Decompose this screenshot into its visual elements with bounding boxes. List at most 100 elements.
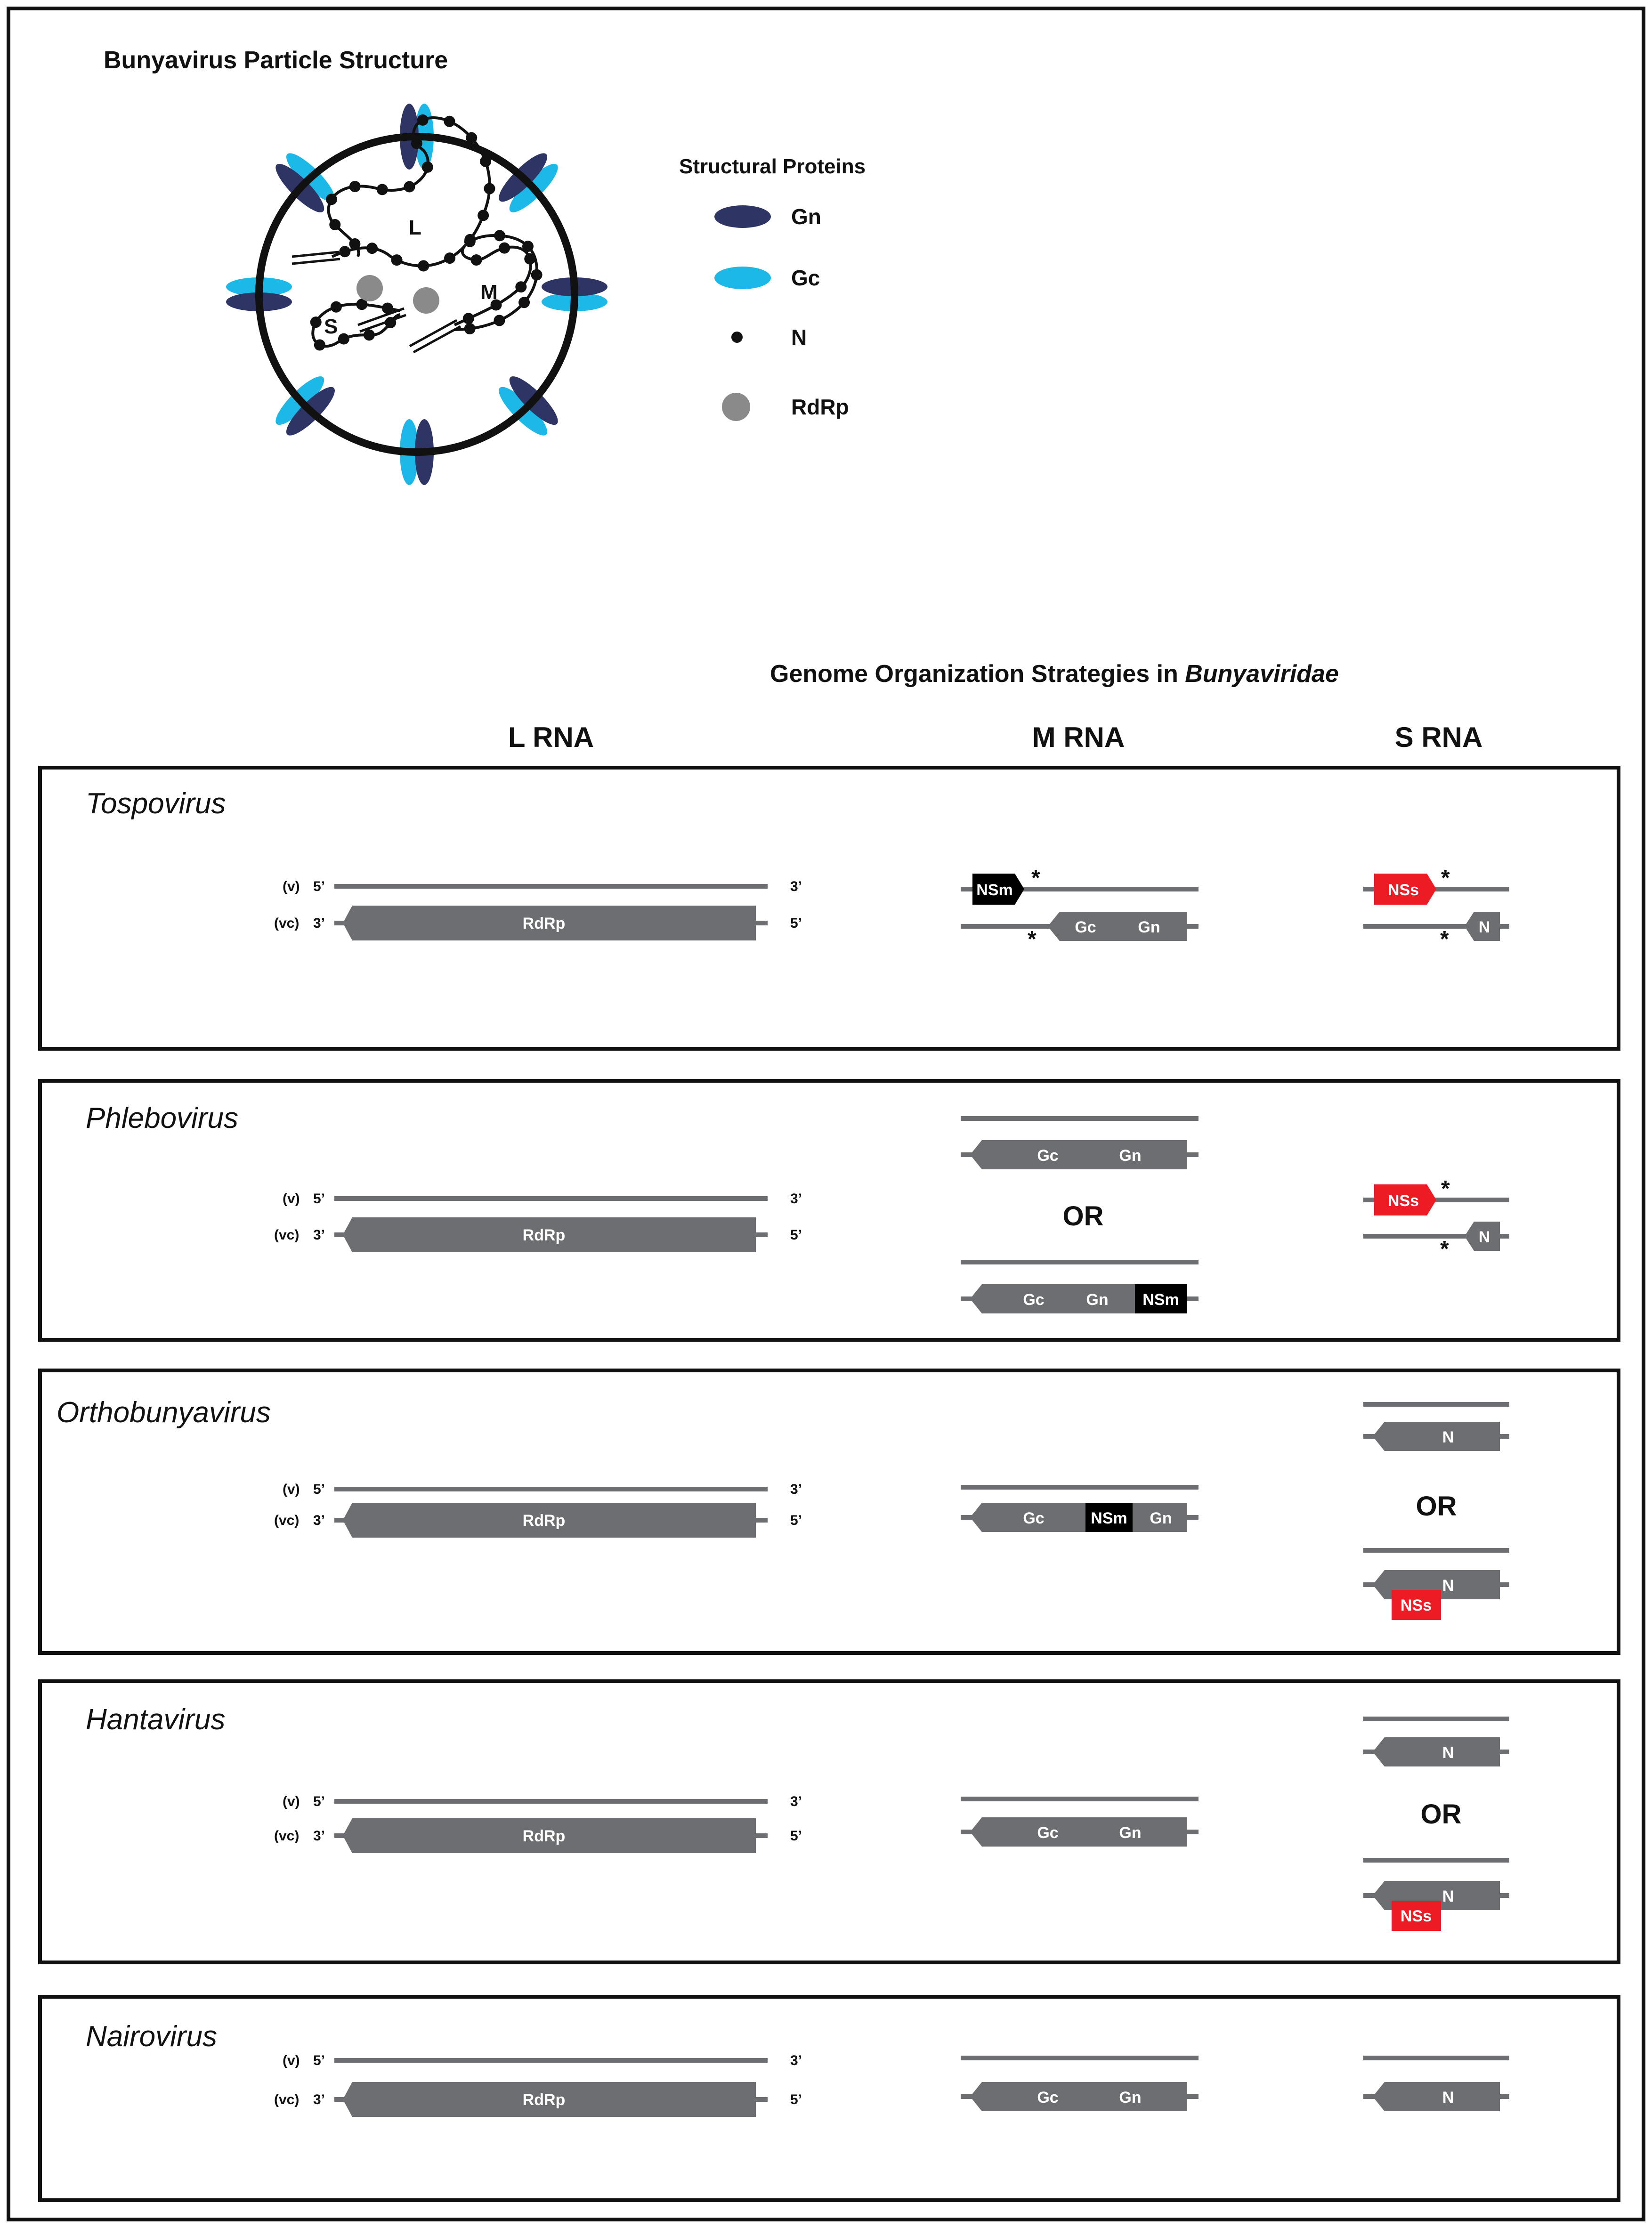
genome-title: Genome Organization Strategies in Bunyav… — [770, 660, 1339, 688]
or-label: OR — [1063, 1201, 1104, 1231]
genus-hantavirus: Hantavirus — [86, 1703, 225, 1736]
n-protein-dot — [366, 243, 378, 254]
svg-text:Gc: Gc — [1075, 918, 1096, 936]
n-protein-dot — [356, 299, 368, 310]
gc-legend-icon — [714, 267, 771, 289]
n-protein-dot — [466, 132, 478, 144]
genus-phlebovirus: Phlebovirus — [86, 1102, 238, 1134]
three-prime-label: 3’ — [313, 916, 325, 931]
svg-text:*: * — [1441, 866, 1450, 891]
svg-text:Gc: Gc — [1037, 1824, 1058, 1842]
n-protein-dot — [349, 181, 361, 193]
five-prime-label: 5’ — [313, 1191, 325, 1207]
genus-nairovirus: Nairovirus — [86, 2020, 217, 2053]
nairovirus-m-rna: Gc Gn — [961, 2056, 1199, 2111]
rdrp-gene-label: RdRp — [523, 1226, 566, 1244]
strand-vc-label: (vc) — [274, 1227, 299, 1243]
five-prime-label: 5’ — [790, 1513, 802, 1528]
n-protein-dot — [524, 253, 536, 265]
n-protein-dot — [421, 161, 433, 173]
orthobunyavirus-m-rna: Gc NSm Gn — [961, 1485, 1199, 1532]
svg-text:Gn: Gn — [1138, 918, 1160, 936]
n-protein-dot — [404, 181, 415, 193]
three-prime-label: 3’ — [313, 1513, 325, 1528]
svg-text:Gn: Gn — [1150, 1509, 1172, 1527]
rdrp-gene-label: RdRp — [523, 915, 566, 932]
legend-n-label: N — [791, 325, 807, 349]
particle-title: Bunyavirus Particle Structure — [104, 47, 448, 74]
hantavirus-s-rna: N OR N NSs — [1363, 1717, 1509, 1931]
svg-text:N: N — [1442, 1888, 1454, 1905]
n-protein-dot — [363, 329, 375, 341]
n-protein-dot — [444, 115, 455, 127]
n-protein-dot — [381, 302, 393, 314]
n-gene-box — [1465, 912, 1500, 941]
svg-text:OR: OR — [1416, 1491, 1457, 1522]
n-protein-dot — [470, 254, 482, 266]
svg-text:OR: OR — [1421, 1799, 1462, 1830]
strand-vc-label: (vc) — [274, 1513, 299, 1528]
svg-text:*: * — [1028, 927, 1037, 952]
tospovirus-s-rna: NSs * N * — [1363, 866, 1509, 952]
five-prime-label: 5’ — [313, 2053, 325, 2068]
n-protein-dot — [484, 183, 495, 194]
l-segment-panhandle — [292, 251, 340, 265]
m-segment-panhandle — [409, 319, 462, 354]
svg-text:N: N — [1442, 1744, 1454, 1762]
five-prime-label: 5’ — [790, 2092, 802, 2107]
l-rna-rows: (v) 5’ 3’ (vc) 3’ RdRp 5’ (v) 5’ 3’ (vc) 3’ RdRp 5’ (v… — [274, 879, 802, 2117]
n-protein-dot — [314, 339, 325, 351]
n-protein-dot — [499, 242, 510, 254]
five-prime-label: 5’ — [313, 1482, 325, 1497]
n-protein-dot — [339, 246, 351, 258]
strand-v-label: (v) — [283, 2053, 300, 2068]
gc-gn-gene-box — [1048, 912, 1187, 941]
strand-v-label: (v) — [283, 1191, 300, 1207]
n-protein-dot — [349, 238, 361, 250]
panel-phlebovirus — [38, 1079, 1620, 1342]
svg-text:N: N — [1442, 1428, 1454, 1446]
rdrp-gene-box — [343, 906, 756, 940]
svg-text:Gc: Gc — [1037, 1147, 1058, 1165]
svg-text:*: * — [1440, 1237, 1449, 1262]
n-protein-dot — [464, 235, 476, 247]
n-legend-icon — [731, 332, 743, 343]
svg-text:Gc: Gc — [1023, 1291, 1044, 1309]
svg-text:Gc: Gc — [1023, 1509, 1044, 1527]
five-prime-label: 5’ — [313, 1794, 325, 1809]
three-prime-label: 3’ — [790, 2053, 802, 2068]
l-segment-label: L — [409, 216, 421, 239]
orthobunyavirus-s-rna: N OR N NSs — [1363, 1402, 1509, 1620]
n-protein-dot — [330, 301, 342, 313]
rdrp-gene-box — [343, 1503, 756, 1538]
svg-text:Gn: Gn — [1119, 1147, 1141, 1165]
legend-rdrp-label: RdRp — [791, 395, 849, 419]
strand-vc-label: (vc) — [274, 2092, 299, 2107]
nsm-gene-box — [972, 874, 1024, 905]
strand-v-label: (v) — [283, 879, 300, 894]
n-protein-dot — [391, 254, 403, 266]
svg-text:NSs: NSs — [1401, 1596, 1432, 1614]
rdrp-gene-label: RdRp — [523, 1512, 566, 1530]
col-head-m-rna: M RNA — [1032, 721, 1125, 753]
svg-text:Gc: Gc — [1037, 2089, 1058, 2106]
svg-text:NSs: NSs — [1401, 1907, 1432, 1925]
svg-text:N: N — [1479, 1228, 1490, 1246]
strand-v-label: (v) — [283, 1794, 300, 1809]
three-prime-label: 3’ — [790, 879, 802, 894]
svg-text:NSm: NSm — [1091, 1509, 1127, 1527]
n-protein-dot — [325, 194, 337, 205]
rdrp-gene-box — [343, 2082, 756, 2117]
three-prime-label: 3’ — [313, 1828, 325, 1844]
strand-vc-label: (vc) — [274, 1828, 299, 1844]
n-protein-dot — [480, 155, 492, 167]
svg-text:*: * — [1441, 1176, 1450, 1201]
n-protein-dot — [515, 281, 527, 293]
n-protein-dot — [494, 315, 505, 326]
legend-gn-label: Gn — [791, 204, 821, 229]
panel-tospovirus — [38, 766, 1620, 1051]
rdrp-gene-box — [343, 1217, 756, 1252]
